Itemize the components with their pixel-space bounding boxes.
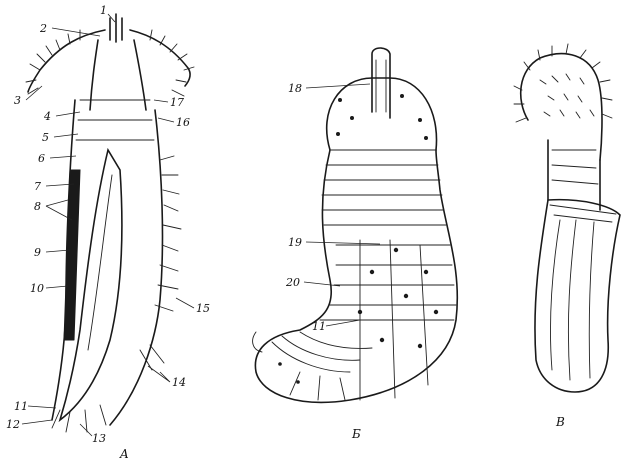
- panel-b-dots: [278, 94, 438, 384]
- panel-c-labels: В: [555, 415, 565, 429]
- label-12: 12: [6, 418, 20, 431]
- label-2: 2: [39, 22, 47, 35]
- label-13: 13: [92, 432, 106, 445]
- label-5: 5: [42, 131, 49, 144]
- panel-a-drawing: [26, 14, 194, 432]
- label-4: 4: [43, 110, 51, 123]
- label-15: 15: [196, 302, 210, 315]
- label-8: 8: [34, 200, 41, 213]
- label-6: 6: [38, 152, 45, 165]
- label-3: 3: [14, 94, 21, 107]
- label-1: 1: [100, 4, 107, 17]
- label-10: 10: [30, 282, 44, 295]
- label-7: 7: [34, 180, 41, 193]
- label-20: 20: [285, 276, 300, 289]
- panel-b-caption: Б: [351, 427, 361, 441]
- label-11-b: 11: [312, 320, 326, 333]
- panel-b-leader-lines: [304, 84, 380, 326]
- label-19: 19: [288, 236, 302, 249]
- panel-b-drawing: [253, 48, 458, 402]
- label-18: 18: [288, 82, 302, 95]
- panel-c-drawing: [514, 44, 620, 392]
- panel-c-caption: В: [555, 415, 565, 429]
- panel-a-caption: A: [119, 447, 129, 460]
- panel-b-labels: 18 19 20 11 Б: [285, 82, 361, 441]
- label-9: 9: [34, 246, 41, 259]
- label-16: 16: [176, 116, 190, 129]
- label-11: 11: [14, 400, 28, 413]
- label-17: 17: [170, 96, 184, 109]
- label-14: 14: [172, 376, 186, 389]
